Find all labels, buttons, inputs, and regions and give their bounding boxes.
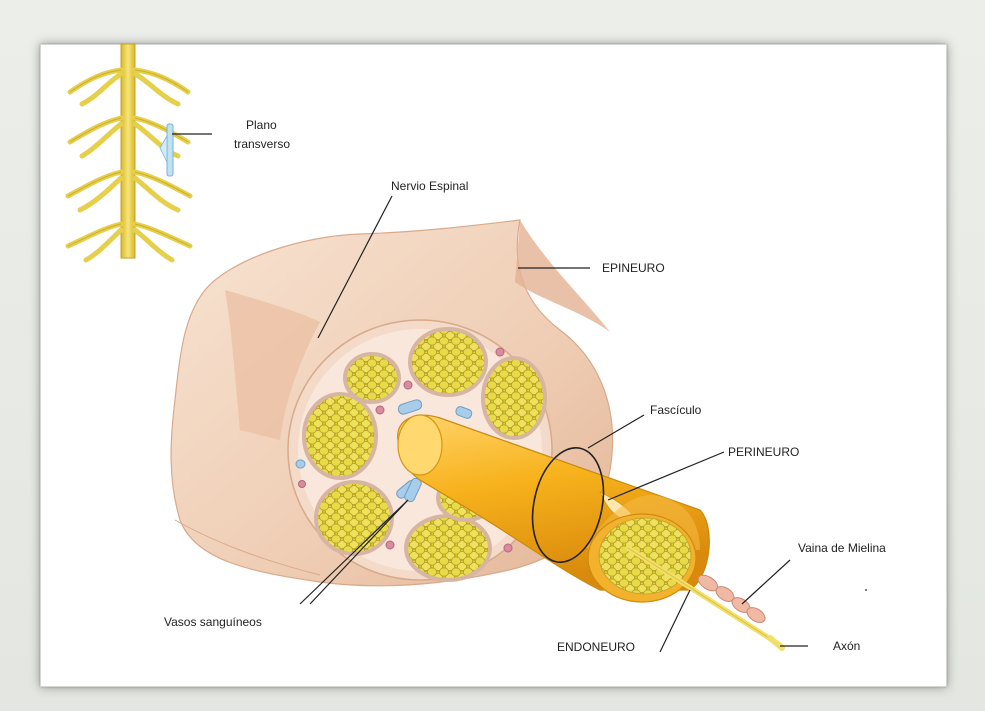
label-fasciculo: Fascículo <box>650 403 702 417</box>
label-axon: Axón <box>833 639 860 653</box>
fascicle <box>316 482 392 554</box>
fascicle <box>406 516 490 580</box>
fascicle <box>483 358 545 438</box>
label-perineuro: PERINEURO <box>728 445 799 459</box>
stray-dot <box>865 589 867 591</box>
fascicle <box>304 394 376 478</box>
label-vasos-sanguineos: Vasos sanguíneos <box>164 615 262 629</box>
label-endoneuro: ENDONEURO <box>557 640 635 654</box>
label-plano: Plano <box>246 118 277 132</box>
transverse-plane-marker <box>160 124 173 176</box>
label-epineuro: EPINEURO <box>602 261 665 275</box>
label-vaina-de-mielina: Vaina de Mielina <box>798 541 886 555</box>
spinal-cord-thumbnail <box>68 44 190 260</box>
label-transverso: transverso <box>234 137 290 151</box>
label-nervio-espinal: Nervio Espinal <box>391 179 468 193</box>
fascicle <box>410 329 486 395</box>
